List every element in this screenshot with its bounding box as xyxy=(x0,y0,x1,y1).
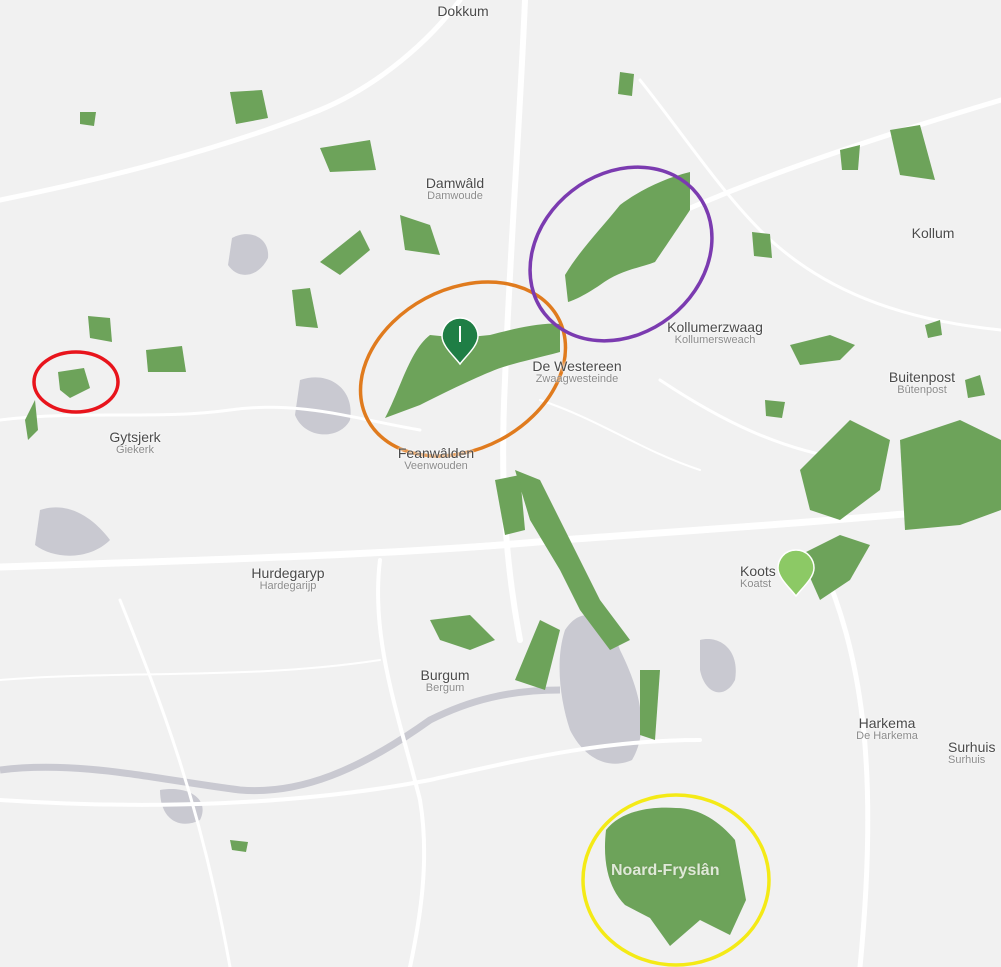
marker-light-pin[interactable] xyxy=(777,549,815,598)
area-ne-2 xyxy=(890,125,935,180)
marker-dark-pin[interactable] xyxy=(441,317,479,366)
highlight-layer xyxy=(32,165,771,967)
place-label-dokkum: Dokkum xyxy=(437,3,489,19)
area-mid-2 xyxy=(292,288,318,328)
area-mid-5 xyxy=(495,475,525,535)
lake-west xyxy=(35,507,110,556)
area-ne-1 xyxy=(840,145,860,170)
highlight-purple xyxy=(528,165,714,343)
area-east-3 xyxy=(800,535,870,600)
map-pin-icon xyxy=(777,549,815,598)
area-north-2 xyxy=(618,72,634,96)
area-ne-3 xyxy=(752,232,772,258)
area-west-1 xyxy=(88,316,112,342)
water-layer xyxy=(0,234,736,824)
area-south-2 xyxy=(640,670,660,740)
area-east-1 xyxy=(800,420,890,520)
area-east-2 xyxy=(900,420,1001,530)
area-mid-1 xyxy=(320,230,370,275)
place-label-kollum: Kollum xyxy=(911,225,955,241)
area-e-2 xyxy=(925,320,942,338)
pond-4 xyxy=(700,639,736,693)
area-w-strip xyxy=(25,400,38,440)
area-west-2 xyxy=(146,346,186,372)
highlight-yellow xyxy=(581,793,771,967)
canal xyxy=(0,686,561,795)
area-corridor xyxy=(515,470,630,650)
area-orange xyxy=(385,323,560,418)
area-mid-6 xyxy=(230,840,248,852)
area-e-1 xyxy=(790,335,855,365)
highlight-orange xyxy=(358,280,568,458)
area-e-3 xyxy=(765,400,785,418)
area-north-3 xyxy=(80,112,96,126)
area-red xyxy=(58,368,90,398)
highlight-red xyxy=(32,350,120,414)
area-north-1 xyxy=(230,90,268,124)
area-north-4 xyxy=(320,140,376,172)
pond-1 xyxy=(228,234,269,275)
nature-areas xyxy=(25,72,1001,946)
area-purple xyxy=(565,172,690,302)
area-mid-4 xyxy=(430,615,495,650)
area-e-4 xyxy=(965,375,985,398)
area-yellow xyxy=(604,807,746,946)
area-label-noard-fryslan: Noard-Fryslân xyxy=(611,862,720,879)
pond-2 xyxy=(295,377,351,435)
area-mid-3 xyxy=(400,215,440,255)
lake-bergumermeer xyxy=(559,615,642,764)
area-south-1 xyxy=(515,620,560,690)
